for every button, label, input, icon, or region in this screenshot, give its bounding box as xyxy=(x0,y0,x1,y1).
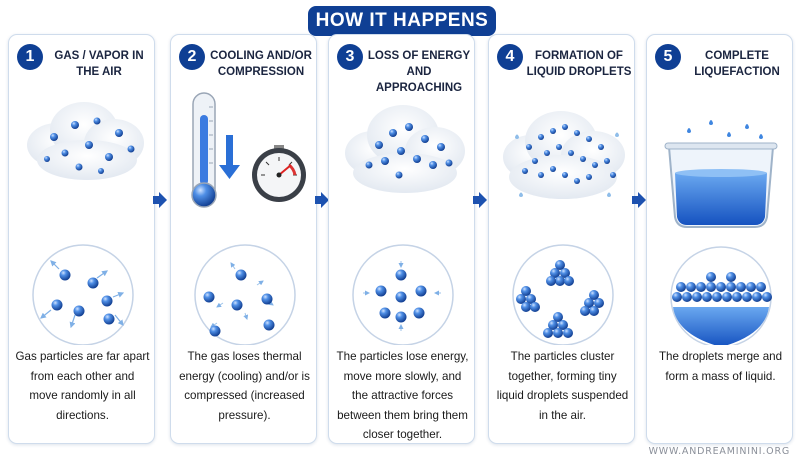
droplet-cloud-illustration xyxy=(503,111,625,345)
arrow-right-icon xyxy=(315,192,329,208)
page-title: HOW IT HAPPENS xyxy=(308,6,496,36)
step-card-2: 2 COOLING AND/OR COMPRESSION xyxy=(170,34,317,444)
step-number: 2 xyxy=(179,44,205,70)
cloud-icon xyxy=(345,105,465,193)
step-card-4: 4 FORMATION OF LIQUID DROPLETS xyxy=(488,34,635,444)
cloud-icon xyxy=(27,102,144,180)
step-description: The droplets merge and form a mass of li… xyxy=(658,350,783,383)
arrow-right-icon xyxy=(632,192,646,208)
step-description: The gas loses thermal energy (cooling) a… xyxy=(179,350,310,422)
arrow-down-icon xyxy=(219,135,240,179)
falling-drops xyxy=(687,120,763,139)
step-card-5: 5 COMPLETE LIQUEFACTION The droplets mer… xyxy=(646,34,793,444)
step-number: 4 xyxy=(497,44,523,70)
step-number: 5 xyxy=(655,44,681,70)
step-number: 3 xyxy=(337,44,363,70)
thermometer-icon xyxy=(191,92,217,208)
step-card-1: 1 GAS / VAPOR IN THE AIR Gas particles a… xyxy=(8,34,155,444)
cooling-compression-illustration xyxy=(191,92,306,345)
arrow-right-icon xyxy=(153,192,167,208)
step-number: 1 xyxy=(17,44,43,70)
beaker-liquid-illustration xyxy=(664,120,778,345)
step-heading: LOSS OF ENERGY AND APPROACHING xyxy=(367,50,471,94)
step-heading: GAS / VAPOR IN THE AIR xyxy=(54,50,144,78)
website-credit: WWW.ANDREAMININI.ORG xyxy=(648,446,790,457)
step-heading: COOLING AND/OR COMPRESSION xyxy=(210,50,312,78)
step-description: The particles cluster together, forming … xyxy=(496,350,629,422)
pressure-gauge-icon xyxy=(252,145,306,202)
step-description: Gas particles are far apart from each ot… xyxy=(15,350,150,422)
step-heading: FORMATION OF LIQUID DROPLETS xyxy=(526,50,632,78)
step-heading: COMPLETE LIQUEFACTION xyxy=(694,50,780,78)
arrow-right-icon xyxy=(473,192,487,208)
gas-cloud-illustration xyxy=(27,102,144,345)
approaching-cloud-illustration xyxy=(345,105,465,345)
step-description: The particles lose energy, move more slo… xyxy=(336,350,469,441)
beaker-icon xyxy=(664,142,778,228)
droplet-clusters xyxy=(516,260,604,338)
step-card-3: 3 LOSS OF ENERGY AND APPROACHING The par… xyxy=(328,34,475,444)
